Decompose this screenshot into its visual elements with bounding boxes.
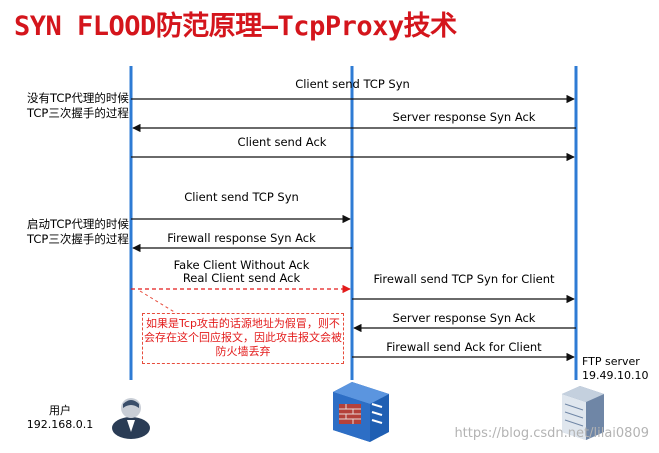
attack-note: 如果是Tcp攻击的话源地址为假冒，则不会存在这个回应报文，因此攻击报文会被防火墙… [142, 313, 344, 364]
msg-client-send-ack: Client send Ack [237, 135, 327, 149]
msg-firewall-send-syn: Firewall send TCP Syn for Client [373, 272, 555, 286]
server-label: FTP server 19.49.10.10 [582, 355, 654, 383]
msg-real-client-send-ack: Real Client send Ack [182, 271, 301, 285]
msg-proxy-client-send-syn: Client send TCP Syn [184, 190, 299, 204]
server-ip: 19.49.10.10 [582, 369, 649, 382]
server-name: FTP server [582, 355, 640, 368]
watermark: https://blog.csdn.net/lilai0809 [454, 426, 649, 441]
section-label-no-proxy: 没有TCP代理的时候TCP三次握手的过程 [27, 91, 129, 120]
firewall-icon [333, 382, 389, 442]
msg-server-response-synack: Server response Syn Ack [392, 110, 536, 124]
msg-server-response-synack-2: Server response Syn Ack [392, 311, 536, 325]
page-title: SYN FLOOD防范原理—TcpProxy技术 [14, 11, 457, 42]
client-name: 用户 [49, 404, 71, 417]
client-label: 用户 192.168.0.1 [25, 404, 95, 432]
client-ip: 192.168.0.1 [26, 418, 94, 431]
msg-fake-client-without-ack: Fake Client Without Ack [173, 258, 310, 272]
msg-firewall-response-synack: Firewall response Syn Ack [167, 231, 316, 245]
msg-client-send-syn: Client send TCP Syn [295, 77, 410, 91]
callout-pointer [139, 290, 177, 314]
msg-firewall-send-ack: Firewall send Ack for Client [386, 340, 542, 354]
user-icon [112, 398, 150, 439]
server-icon [562, 386, 604, 440]
section-label-with-proxy: 启动TCP代理的时候TCP三次握手的过程 [27, 217, 129, 246]
